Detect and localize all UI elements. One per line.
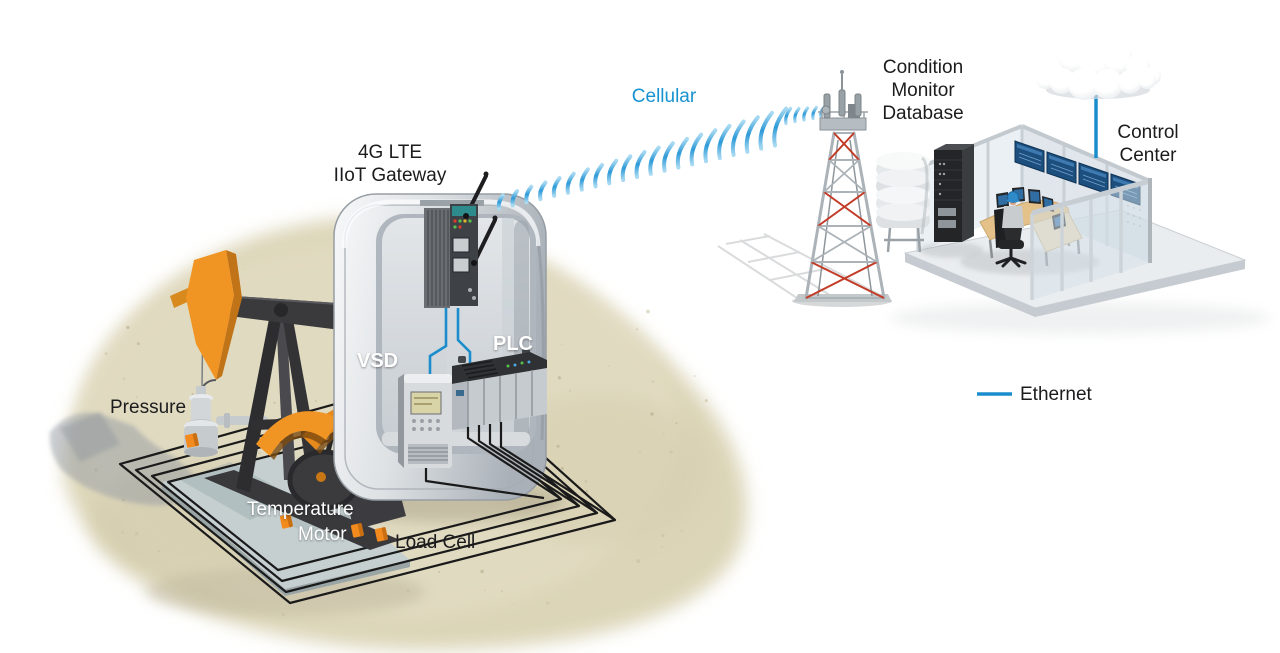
plc-icon [452, 349, 547, 430]
operator-icon [994, 191, 1027, 268]
pressure-sensor-icon [184, 433, 199, 448]
motor-sensor-icon [350, 523, 364, 538]
cellular-waves-icon [496, 105, 826, 211]
server-rack-icon [934, 144, 974, 242]
cellular-label: Cellular [631, 86, 697, 107]
equipment-cabinet-icon [333, 171, 616, 521]
tower-red-bracing [805, 132, 885, 299]
tower-shadow [717, 233, 887, 301]
database-icon [876, 152, 930, 253]
control-room-icon [876, 124, 1270, 334]
sensors [184, 433, 388, 542]
load-cell-label: Load Cell [395, 532, 476, 553]
ethernet-label: Ethernet [1020, 384, 1092, 405]
vsd-drive-icon [398, 374, 452, 468]
iiot-gateway-icon [424, 171, 498, 308]
motor-label: Motor [298, 524, 347, 545]
load-cell-sensor-icon [374, 527, 388, 542]
cell-tower-icon [717, 70, 892, 307]
vsd-label: VSD [357, 350, 399, 372]
desk-monitors [996, 187, 1054, 212]
ethernet-cables [428, 308, 472, 374]
glass-perforation [1127, 197, 1141, 227]
cloud-icon [1036, 41, 1161, 100]
temperature-sensor-icon [279, 514, 293, 529]
pressure-label: Pressure [110, 397, 187, 418]
pump-jack-icon [170, 250, 406, 550]
plc-label: PLC [493, 333, 533, 355]
field-wires [424, 422, 616, 521]
temperature-label: Temperature [247, 499, 354, 520]
